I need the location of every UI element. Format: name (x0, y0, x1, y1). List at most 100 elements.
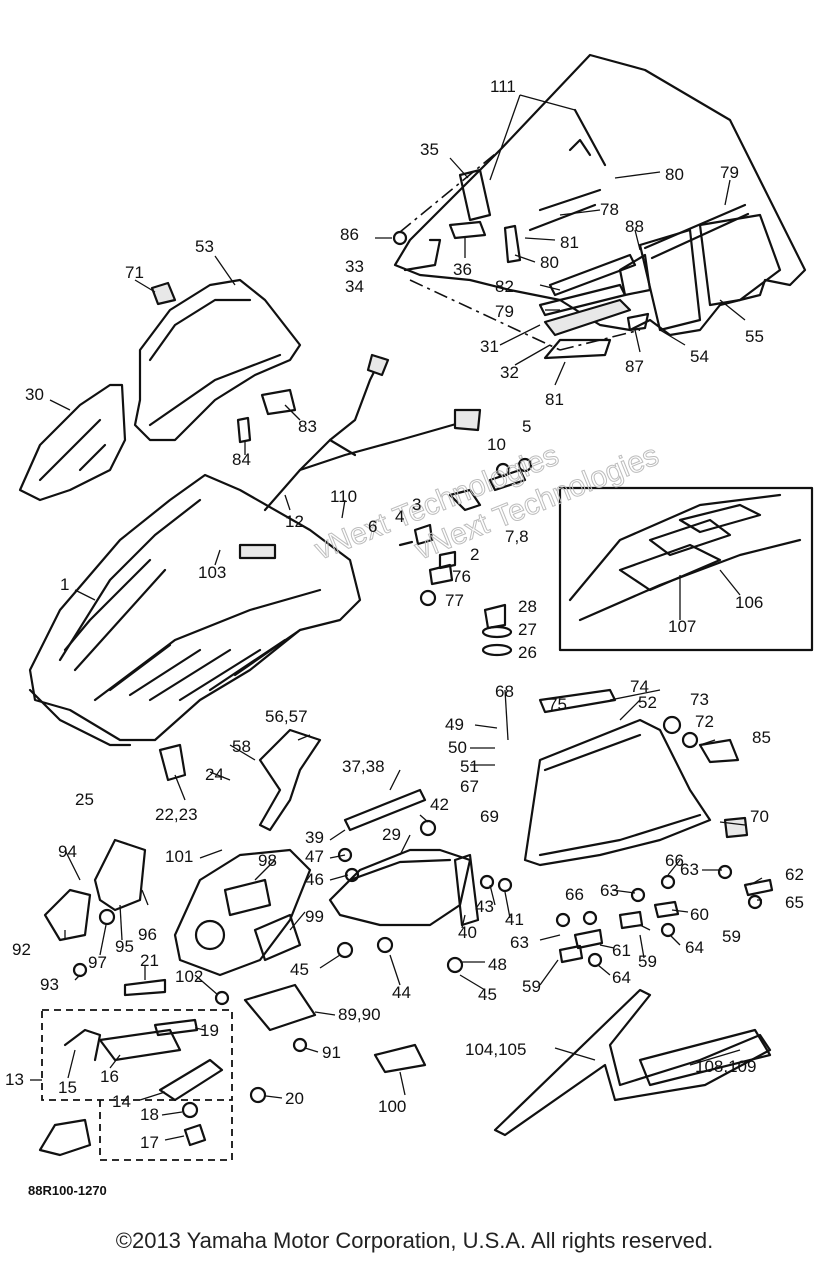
callout-label: 101 (165, 847, 193, 866)
callout-label: 33 (345, 257, 364, 276)
callout-label: 12 (285, 512, 304, 531)
callout-label: 31 (480, 337, 499, 356)
callout-label: 100 (378, 1097, 406, 1116)
callout-label: 62 (785, 865, 804, 884)
callout-label: 16 (100, 1067, 119, 1086)
side-panel-30 (18, 383, 127, 502)
callout-label: 89,90 (338, 1005, 381, 1024)
callout-label: 25 (75, 790, 94, 809)
callout-label: 68 (495, 682, 514, 701)
callout-label: 40 (458, 923, 477, 942)
callout-label: 99 (305, 907, 324, 926)
callout-label: 55 (745, 327, 764, 346)
callout-label: 66 (565, 885, 584, 904)
callout-label: 60 (690, 905, 709, 924)
callout-label: 67 (460, 777, 479, 796)
callout-label: 80 (665, 165, 684, 184)
callout-label: 36 (453, 260, 472, 279)
callout-label: 98 (258, 851, 277, 870)
callout-label: 27 (518, 620, 537, 639)
callout-label: 95 (115, 937, 134, 956)
callout-label: 64 (685, 938, 704, 957)
callout-label: 29 (382, 825, 401, 844)
lower-parts (38, 978, 427, 1161)
callout-label: 59 (722, 927, 741, 946)
callout-label: 56,57 (265, 707, 308, 726)
callout-label: 46 (305, 870, 324, 889)
parts-diagram: vNext Technologies vNext Technologies 11… (5, 53, 814, 1198)
callout-label: 59 (522, 977, 541, 996)
callout-label: 94 (58, 842, 77, 861)
callout-label: 15 (58, 1078, 77, 1097)
callout-label: 71 (125, 263, 144, 282)
callout-label: 43 (475, 897, 494, 916)
copyright-notice: ©2013 Yamaha Motor Corporation, U.S.A. A… (115, 1228, 714, 1253)
callout-label: 44 (392, 983, 411, 1002)
drawing-code: 88R100-1270 (28, 1183, 107, 1198)
callout-label: 81 (560, 233, 579, 252)
dash-panel (43, 838, 312, 1006)
callout-label: 54 (690, 347, 709, 366)
callout-label: 59 (638, 952, 657, 971)
callout-label: 93 (40, 975, 59, 994)
callout-label: 2 (470, 545, 479, 564)
callout-label: 91 (322, 1043, 341, 1062)
callout-label: 24 (205, 765, 224, 784)
callout-label: 102 (175, 967, 203, 986)
callout-label: 86 (340, 225, 359, 244)
callout-label: 3 (412, 495, 421, 514)
wiring-harness (263, 353, 482, 512)
callout-label: 6 (368, 517, 377, 536)
callout-label: 50 (448, 738, 467, 757)
callout-label: 76 (452, 567, 471, 586)
inset-detail (558, 486, 814, 652)
callout-label: 45 (478, 985, 497, 1004)
callout-label: 14 (112, 1092, 131, 1111)
callout-label: 104,105 (465, 1040, 526, 1059)
callout-label: 107 (668, 617, 696, 636)
callout-label: 96 (138, 925, 157, 944)
callout-label: 26 (518, 643, 537, 662)
callout-label: 108,109 (695, 1057, 756, 1076)
callout-label: 88 (625, 217, 644, 236)
callout-label: 5 (522, 417, 531, 436)
callout-label: 32 (500, 363, 519, 382)
callout-label: 37,38 (342, 757, 385, 776)
callout-label: 19 (200, 1021, 219, 1040)
callout-label: 53 (195, 237, 214, 256)
callout-label: 80 (540, 253, 559, 272)
callout-label: 18 (140, 1105, 159, 1124)
callout-label: 111 (490, 77, 516, 96)
callout-label: 41 (505, 910, 524, 929)
callout-label: 77 (445, 591, 464, 610)
callout-label: 47 (305, 847, 324, 866)
callout-label: 84 (232, 450, 251, 469)
callout-label: 82 (495, 277, 514, 296)
callout-label: 73 (690, 690, 709, 709)
callout-label: 103 (198, 563, 226, 582)
callout-label: 28 (518, 597, 537, 616)
callout-labels: 111 35 80 79 86 78 88 33 36 81 80 34 82 … (5, 77, 804, 1198)
callout-label: 22,23 (155, 805, 198, 824)
callout-label: 79 (495, 302, 514, 321)
callout-label: 21 (140, 951, 159, 970)
callout-label: 79 (720, 163, 739, 182)
callout-label: 65 (785, 893, 804, 912)
callout-label: 17 (140, 1133, 159, 1152)
callout-label: 74 (630, 677, 649, 696)
callout-label: 48 (488, 955, 507, 974)
callout-label: 51 (460, 757, 479, 776)
callout-label: 106 (735, 593, 763, 612)
callout-label: 63 (510, 933, 529, 952)
callout-label: 45 (290, 960, 309, 979)
callout-label: 63 (680, 860, 699, 879)
callout-label: 75 (548, 695, 567, 714)
callout-label: 1 (60, 575, 69, 594)
callout-label: 78 (600, 200, 619, 219)
decals (493, 988, 772, 1137)
callout-label: 92 (12, 940, 31, 959)
callout-label: 72 (695, 712, 714, 731)
callout-label: 58 (232, 737, 251, 756)
leader-lines (30, 94, 763, 1141)
callout-label: 110 (330, 487, 357, 506)
